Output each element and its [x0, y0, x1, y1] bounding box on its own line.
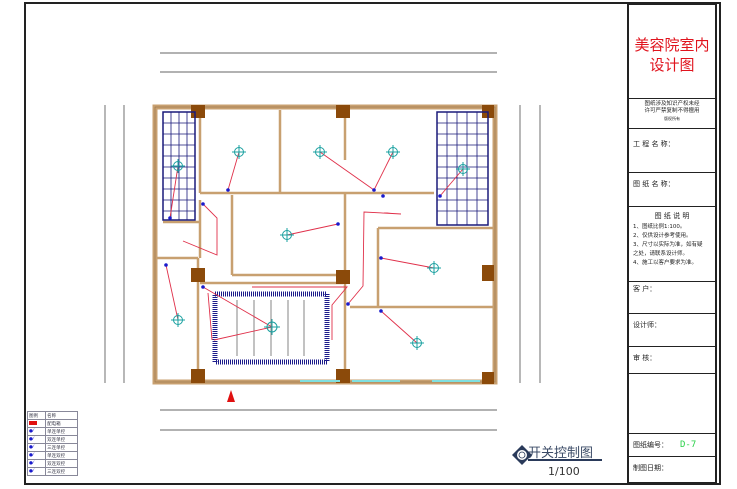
lamp-icon: [264, 319, 280, 335]
legend-label: 双连双控: [45, 459, 78, 468]
wiring: [165, 151, 464, 344]
interior-walls: [157, 110, 493, 380]
tile-grids: [162, 111, 489, 226]
sheet-border: [24, 2, 721, 485]
lamp-icon: [171, 313, 185, 327]
legend-header: 名称: [45, 411, 78, 420]
switch-icon: ●⁄: [26, 427, 47, 436]
designer-label: 设计师：: [629, 314, 715, 347]
entrance-arrow-icon: [227, 390, 235, 402]
client-label: 客 户：: [629, 282, 715, 314]
switch-icon: ●⁄: [26, 435, 47, 444]
lamp-icon: [171, 159, 185, 173]
legend-label: 配电箱: [45, 419, 78, 428]
drawing-number: 图纸编号：D-7: [629, 434, 715, 457]
dimension-lines: [104, 52, 541, 431]
legend-label: 三连双控: [45, 467, 78, 476]
ceiling-lamps: [171, 145, 470, 350]
legend-label: 单连单控: [45, 427, 78, 436]
legend-header: 图例: [26, 411, 47, 420]
drawing-title-icon: [512, 445, 532, 465]
drawing-title: 开关控制图: [528, 446, 594, 461]
project-name-label: 工 程 名 称：: [629, 129, 715, 173]
lamp-icon: [232, 145, 246, 159]
legend-table: 图例名称 配电箱 ●⁄单连单控 ●⁄双连单控 ●⁄三连单控 ●⁄单连双控 ●⁄双…: [26, 411, 78, 476]
switch-icon: ●⁄: [26, 459, 47, 468]
lamp-icon: [313, 145, 327, 159]
legend-label: 双连单控: [45, 435, 78, 444]
drawing-scale: 1/100: [548, 465, 580, 478]
lamp-icon: [456, 162, 470, 176]
legend-label: 单连双控: [45, 451, 78, 460]
switch-icon: ●⁄: [26, 443, 47, 452]
title-block: 美容院室内设计图 图纸涉及知识产权未经许可严禁复制不得擅用 版权所有 工 程 名…: [627, 3, 717, 484]
lamp-icon: [280, 228, 294, 242]
switch-icon: ●⁄: [26, 451, 47, 460]
copyright-note: 图纸涉及知识产权未经许可严禁复制不得擅用 版权所有: [629, 99, 715, 129]
stair-steps: [236, 300, 305, 356]
lamp-icon: [386, 145, 400, 159]
legend-label: 三连单控: [45, 443, 78, 452]
switches: [164, 188, 442, 313]
lamp-icon: [410, 336, 424, 350]
columns: [191, 105, 494, 384]
date-label: 制图日期：: [633, 464, 668, 472]
drawing-name-label: 图 纸 名 称：: [629, 173, 715, 207]
project-title: 美容院室内设计图: [629, 5, 715, 99]
reviewer-label: 审 核：: [629, 347, 715, 374]
drawing-notes: 图 纸 说 明 1、图纸比例1:100。2、仅供设计参考使用。3、尺寸以实际为准…: [629, 207, 715, 282]
lamp-icon: [427, 261, 441, 275]
blank-cell: [629, 374, 715, 434]
distribution-box-icon: [29, 420, 37, 425]
switch-icon: ●⁄: [26, 467, 47, 476]
